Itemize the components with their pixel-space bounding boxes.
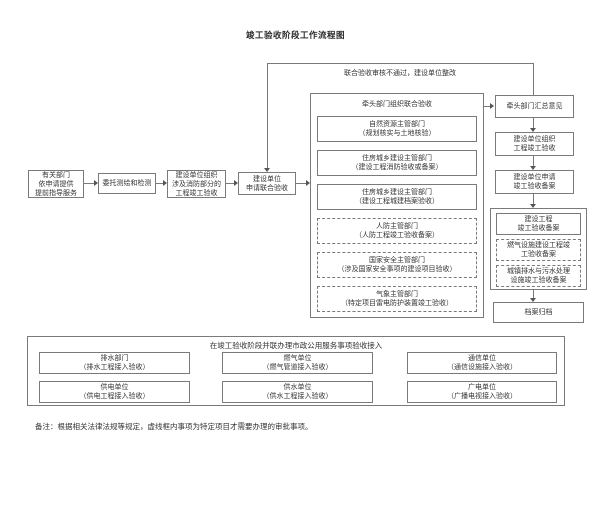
box-lead-dept-summary: 牵头部门汇总意见 <box>495 95 574 118</box>
text-line: 人防主管部门 <box>376 222 418 230</box>
text-line: 供水单位 <box>283 383 312 391</box>
box-drainage-sewage-record: 城镇排水与污水处理设施竣工验收备案 <box>496 265 581 287</box>
arrowhead-down-icon <box>530 128 536 132</box>
text-line: 依申请提供 <box>38 179 74 188</box>
arrowhead-right-icon <box>94 180 98 186</box>
text-line: （排水工程接入验收） <box>79 363 150 371</box>
text-line: 城镇排水与污水处理 <box>507 267 570 275</box>
text-line: 设施竣工验收备案 <box>510 276 567 284</box>
box-water-unit: 供水单位（供水工程接入验收） <box>222 381 373 403</box>
connector-vline <box>533 156 534 166</box>
text-line: 排水部门 <box>100 354 129 362</box>
box-drainage-dept: 排水部门（排水工程接入验收） <box>39 352 190 374</box>
text-line: （广播电视接入验收） <box>447 392 517 400</box>
box-apply-joint-acceptance: 建设单位申请联合验收 <box>238 172 296 195</box>
box-telecom-unit: 通信单位（通信设施接入验收） <box>407 352 557 374</box>
arrowhead-right-icon <box>306 180 310 186</box>
box-fire-acceptance: 建设单位组织涉及消防部分的工程竣工验收 <box>167 170 226 198</box>
connector-hline <box>484 106 490 107</box>
text-line: 有关部门 <box>42 170 70 179</box>
text-line: （供水工程接入验收） <box>262 392 333 400</box>
box-apply-acceptance-record: 建设单位申请竣工验收备案 <box>495 170 574 194</box>
text-line: 广电单位 <box>468 383 496 391</box>
text-line: 档案归档 <box>524 308 553 316</box>
text-line: （供电工程接入验收） <box>79 392 150 400</box>
connector-vline <box>533 118 534 128</box>
text-line: 委托测绘和检测 <box>102 179 152 187</box>
box-survey-testing: 委托测绘和检测 <box>98 173 156 194</box>
text-line: （涉及国家安全事项的建设项目验收） <box>337 265 457 273</box>
text-line: 住房城乡建设主管部门 <box>362 188 432 196</box>
text-line: 竣工验收备案 <box>517 224 560 232</box>
text-line: 建设工程 <box>524 215 553 223</box>
box-housing-fire-dept: 住房城乡建设主管部门（建设工程消防验收或备案） <box>317 150 477 176</box>
arrowhead-down-icon <box>530 166 536 170</box>
text-line: （建设工程消防验收或备案） <box>351 163 443 171</box>
text-line: （建设工程城建档案验收） <box>355 197 439 205</box>
text-line: 国家安全主管部门 <box>369 256 425 264</box>
box-meteorology-dept: 气象主管部门（特定项目雷电防护装置竣工验收） <box>317 286 477 312</box>
text-line: （特定项目雷电防护装置竣工验收） <box>341 299 453 307</box>
box-civil-defense-dept: 人防主管部门（人防工程竣工验收备案） <box>317 218 477 244</box>
text-line: 供电单位 <box>100 383 129 391</box>
box-national-security-dept: 国家安全主管部门（涉及国家安全事项的建设项目验收） <box>317 252 477 278</box>
box-housing-archive-dept: 住房城乡建设主管部门（建设工程城建档案验收） <box>317 184 477 210</box>
connector-feedback-vline-right <box>533 63 534 95</box>
text-line: （人防工程竣工验收备案） <box>355 231 439 239</box>
connector-hline <box>226 183 234 184</box>
text-line: 建设单位组织 <box>175 170 218 179</box>
box-guide-service: 有关部门依申请提供提前指导服务 <box>28 170 84 198</box>
text-line: 工程竣工验收 <box>175 188 218 197</box>
box-broadcast-unit: 广电单位（广播电视接入验收） <box>407 381 557 403</box>
text-line: （通信设施接入验收） <box>447 363 517 371</box>
text-line: 建设单位申请 <box>513 173 556 181</box>
text-line: 通信单位 <box>468 354 496 362</box>
arrowhead-down-icon <box>264 168 270 172</box>
text-line: 工程竣工验收 <box>513 144 556 152</box>
box-project-completion-record: 建设工程竣工验收备案 <box>496 213 581 235</box>
connector-vline <box>533 290 534 298</box>
page-title: 竣工验收阶段工作流程图 <box>246 31 346 41</box>
arrowhead-right-icon <box>490 103 494 109</box>
connector-hline <box>156 183 163 184</box>
text-line: 工验收备案 <box>521 250 556 258</box>
box-natural-resources-dept: 自然资源主管部门（规划核实与土地核验） <box>317 116 477 142</box>
connector-feedback-hline <box>267 63 533 64</box>
text-line: （规划核实与土地核验） <box>358 129 436 137</box>
connector-hline <box>296 183 306 184</box>
text-line: 提前指导服务 <box>35 188 77 197</box>
footnote: 备注：根据相关法律法规等规定，虚线框内事项为特定项目才需要办理的审批事项。 <box>35 422 313 431</box>
box-org-completion-acceptance: 建设单位组织工程竣工验收 <box>495 132 574 156</box>
joint-group-header: 牵头部门组织联合验收 <box>362 100 432 108</box>
connector-hline <box>84 183 94 184</box>
text-line: （燃气管道接入验收） <box>262 363 333 371</box>
box-power-unit: 供电单位（供电工程接入验收） <box>39 381 190 403</box>
text-line: 竣工验收备案 <box>513 182 556 190</box>
text-line: 建设单位组织 <box>513 135 556 143</box>
box-gas-facility-record: 燃气设施建设工程竣工验收备案 <box>496 239 581 261</box>
text-line: 牵头部门汇总意见 <box>506 102 563 110</box>
arrowhead-right-icon <box>163 180 167 186</box>
text-line: 燃气设施建设工程竣 <box>507 241 570 249</box>
text-line: 建设单位 <box>253 174 281 183</box>
text-line: 住房城乡建设主管部门 <box>362 154 432 162</box>
box-archive-filing: 档案归档 <box>493 302 584 323</box>
text-line: 涉及消防部分的 <box>172 179 221 188</box>
text-line: 自然资源主管部门 <box>369 120 425 128</box>
parallel-section-header: 在竣工验收阶段并联办理市政公用服务事项验收接入 <box>209 341 383 350</box>
arrowhead-down-icon <box>530 298 536 302</box>
arrowhead-down-icon <box>530 204 536 208</box>
connector-vline <box>533 194 534 204</box>
feedback-label: 联合验收审核不通过，建设单位整改 <box>344 69 456 77</box>
box-gas-unit: 燃气单位（燃气管道接入验收） <box>222 352 373 374</box>
text-line: 燃气单位 <box>283 354 312 362</box>
connector-feedback-vline-left <box>267 63 268 168</box>
text-line: 气象主管部门 <box>376 290 418 298</box>
text-line: 申请联合验收 <box>246 183 288 192</box>
arrowhead-right-icon <box>234 180 238 186</box>
